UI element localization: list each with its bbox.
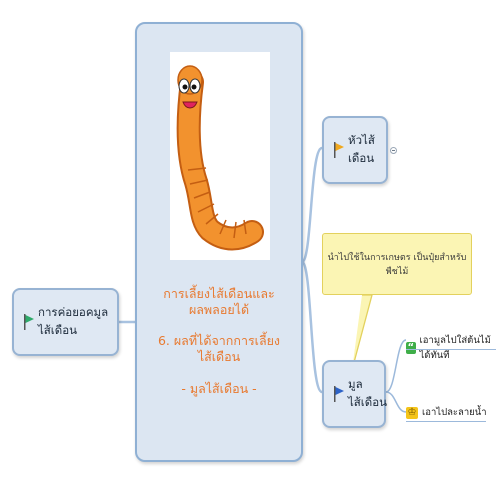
central-topic[interactable]: การเลี้ยงไส้เดือนและผลพลอยได้ 6. ผลที่ได… (135, 22, 303, 462)
connector-leaf-1 (385, 339, 407, 393)
branch-right-top[interactable]: หัวไส้เดือน (322, 116, 388, 184)
leaf-item-2-label: เอาไปละลายน้ำ (422, 407, 487, 418)
connector-right-top (300, 146, 324, 264)
green-flag-icon (24, 314, 34, 330)
central-title-line-3: - มูลไส้เดือน - (181, 380, 257, 396)
trophy-icon: ♔ (406, 406, 418, 419)
branch-left-label: การค่อยอคมูลไส้เดือน (38, 305, 109, 337)
branch-right-bottom-label: มูลไส้เดือน (348, 377, 387, 409)
branch-left[interactable]: การค่อยอคมูลไส้เดือน (12, 288, 119, 356)
leaf-item-1-label: เอามูลไปใส่ต้นไม้ได้ทันที (419, 335, 491, 361)
yellow-flag-icon (334, 142, 344, 158)
worm-image (170, 52, 270, 260)
leaf-item-1[interactable]: “ เอามูลไปใส่ต้นไม้ได้ทันที (406, 333, 500, 363)
leaf-item-2[interactable]: ♔ เอาไปละลายน้ำ (406, 405, 487, 420)
callout-text: นำไปใช้ในการเกษตร เป็นปุ๋ยสำหรับพืชไม้ (327, 253, 467, 277)
leaf-underline-1 (406, 349, 496, 350)
central-title-line-1: การเลี้ยงไส้เดือนและผลพลอยได้ (163, 286, 275, 317)
connector-leaf-2 (385, 391, 407, 413)
blue-flag-icon (334, 386, 344, 402)
branch-right-top-label: หัวไส้เดือน (348, 133, 375, 165)
worm-icon (176, 65, 264, 251)
leaf-underline-2 (406, 421, 486, 422)
branch-right-bottom[interactable]: มูลไส้เดือน (322, 360, 387, 428)
central-title-line-2: 6. ผลที่ได้จากการเลี้ยงไส้เดือน (157, 333, 281, 364)
collapse-toggle-icon[interactable] (390, 147, 397, 154)
central-topic-title: การเลี้ยงไส้เดือนและผลพลอยได้ 6. ผลที่ได… (143, 286, 295, 412)
quote-icon: “ (406, 342, 416, 354)
callout-note[interactable]: นำไปใช้ในการเกษตร เป็นปุ๋ยสำหรับพืชไม้ (322, 233, 472, 295)
callout-pointer (351, 294, 373, 371)
connector-right-bottom (300, 260, 324, 394)
